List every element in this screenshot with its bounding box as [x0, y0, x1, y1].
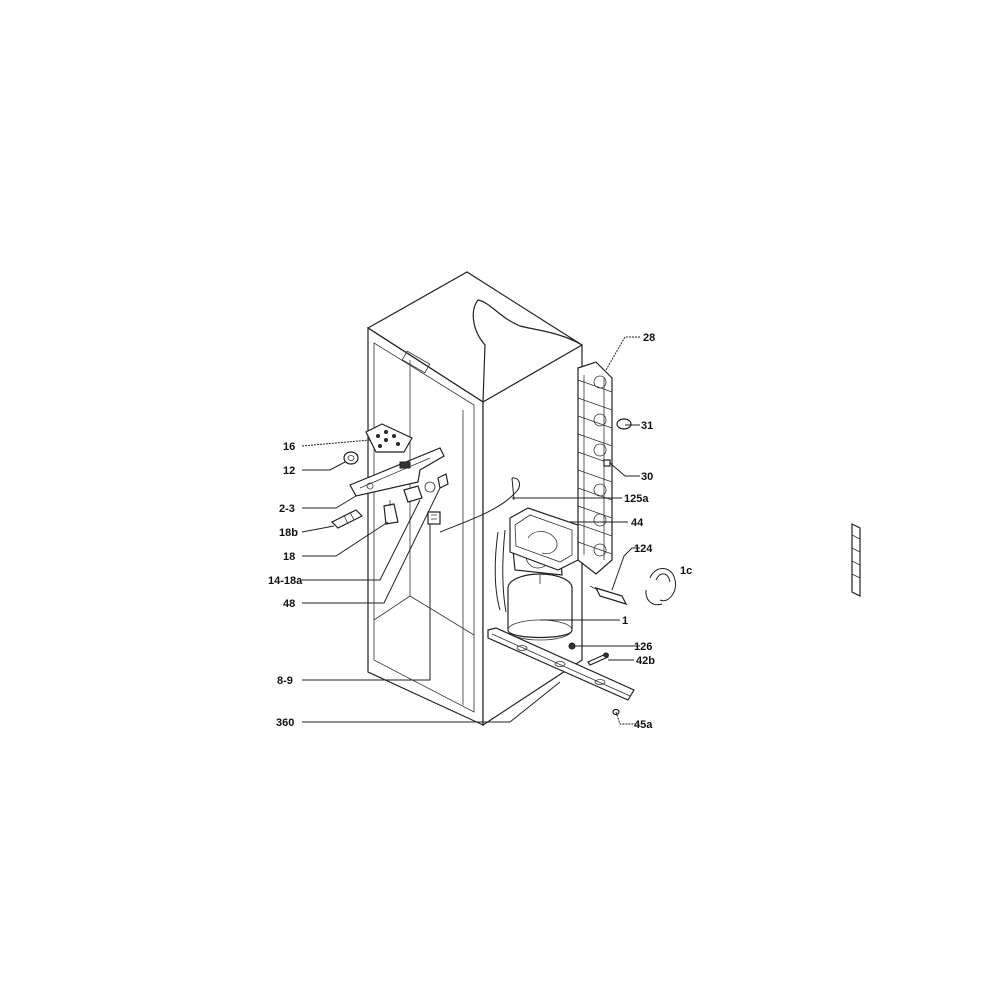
bolt-part [587, 652, 609, 666]
label-48: 48 [283, 598, 295, 610]
leader-lines [301, 336, 640, 725]
label-360: 360 [276, 717, 294, 729]
label-14-18a: 14-18a [268, 575, 303, 587]
connector-part [437, 473, 449, 489]
label-124: 124 [634, 543, 653, 555]
label-126: 126 [634, 641, 652, 653]
label-1c: 1c [680, 565, 692, 577]
label-42b: 42b [636, 655, 655, 667]
label-28: 28 [643, 332, 655, 344]
washer-part [568, 642, 576, 650]
label-12: 12 [283, 465, 295, 477]
condenser-coil [577, 361, 861, 597]
base-plate [487, 627, 635, 701]
drip-tray [509, 507, 579, 571]
label-16: 16 [283, 441, 295, 453]
wiring [439, 477, 520, 533]
switch-part [403, 481, 436, 503]
label-31: 31 [641, 420, 653, 432]
label-30: 30 [641, 471, 653, 483]
relay-cable-part [645, 568, 677, 606]
label-45a: 45a [634, 719, 653, 731]
thermostat-part [427, 511, 441, 525]
label-1: 1 [622, 615, 628, 627]
lamp-cover-part [365, 423, 413, 453]
grommet-part [616, 418, 632, 430]
label-125a: 125a [624, 493, 649, 505]
lamp-socket-part [383, 500, 399, 525]
knob-part [343, 451, 359, 465]
label-18: 18 [283, 551, 295, 563]
dryer-filter-part [589, 585, 628, 605]
compressor [494, 529, 573, 641]
part-labels: 28 31 30 125a 44 124 1c 1 126 42b 45a 16… [268, 332, 692, 731]
label-2-3: 2-3 [279, 503, 295, 515]
label-8-9: 8-9 [277, 675, 293, 687]
label-18b: 18b [279, 527, 298, 539]
lamp-bulb-part [330, 509, 364, 529]
label-44: 44 [631, 517, 644, 529]
clip-part [603, 459, 611, 467]
